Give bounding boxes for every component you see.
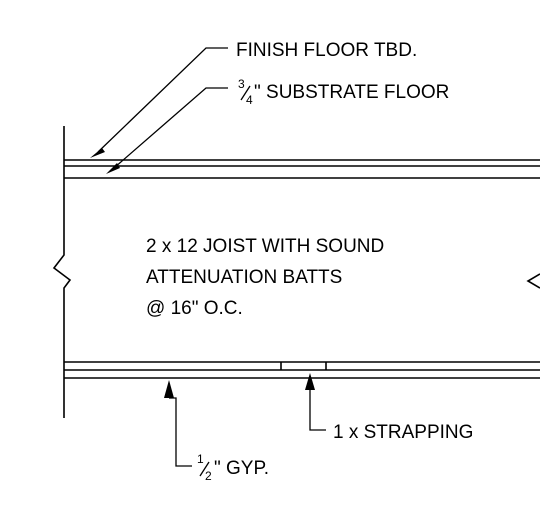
substrate-fraction-denominator: 4	[246, 93, 253, 107]
gyp-text: " GYP.	[214, 458, 269, 479]
strapping-arrowhead	[305, 373, 315, 390]
substrate-label: 3 4 " SUBSTRATE FLOOR	[238, 77, 449, 107]
finish-floor-label: FINISH FLOOR TBD.	[236, 40, 417, 61]
substrate-fraction-numerator: 3	[238, 77, 245, 91]
gyp-fraction-denominator: 2	[205, 469, 212, 483]
substrate-arrowhead	[106, 163, 120, 174]
strapping-leader	[309, 390, 326, 431]
joist-label-line-1: 2 x 12 JOIST WITH SOUND	[146, 236, 384, 257]
joist-label-line-3: @ 16" O.C.	[146, 298, 243, 319]
gyp-fraction-numerator: 1	[197, 452, 204, 466]
gyp-leader	[169, 397, 192, 467]
right-edge-mark	[526, 273, 540, 289]
gyp-arrowhead	[164, 380, 174, 398]
substrate-text: " SUBSTRATE FLOOR	[254, 82, 449, 103]
strapping-label: 1 x STRAPPING	[333, 422, 473, 443]
gyp-fraction-bar	[199, 461, 210, 477]
joist-label-line-2: ATTENUATION BATTS	[146, 267, 342, 288]
break-line	[52, 126, 72, 418]
gyp-label: 1 2 " GYP.	[197, 452, 269, 483]
finish-floor-leader	[97, 47, 228, 153]
finish-floor-arrowhead	[90, 148, 105, 158]
substrate-leader	[113, 87, 228, 169]
substrate-fraction-bar	[240, 85, 251, 101]
